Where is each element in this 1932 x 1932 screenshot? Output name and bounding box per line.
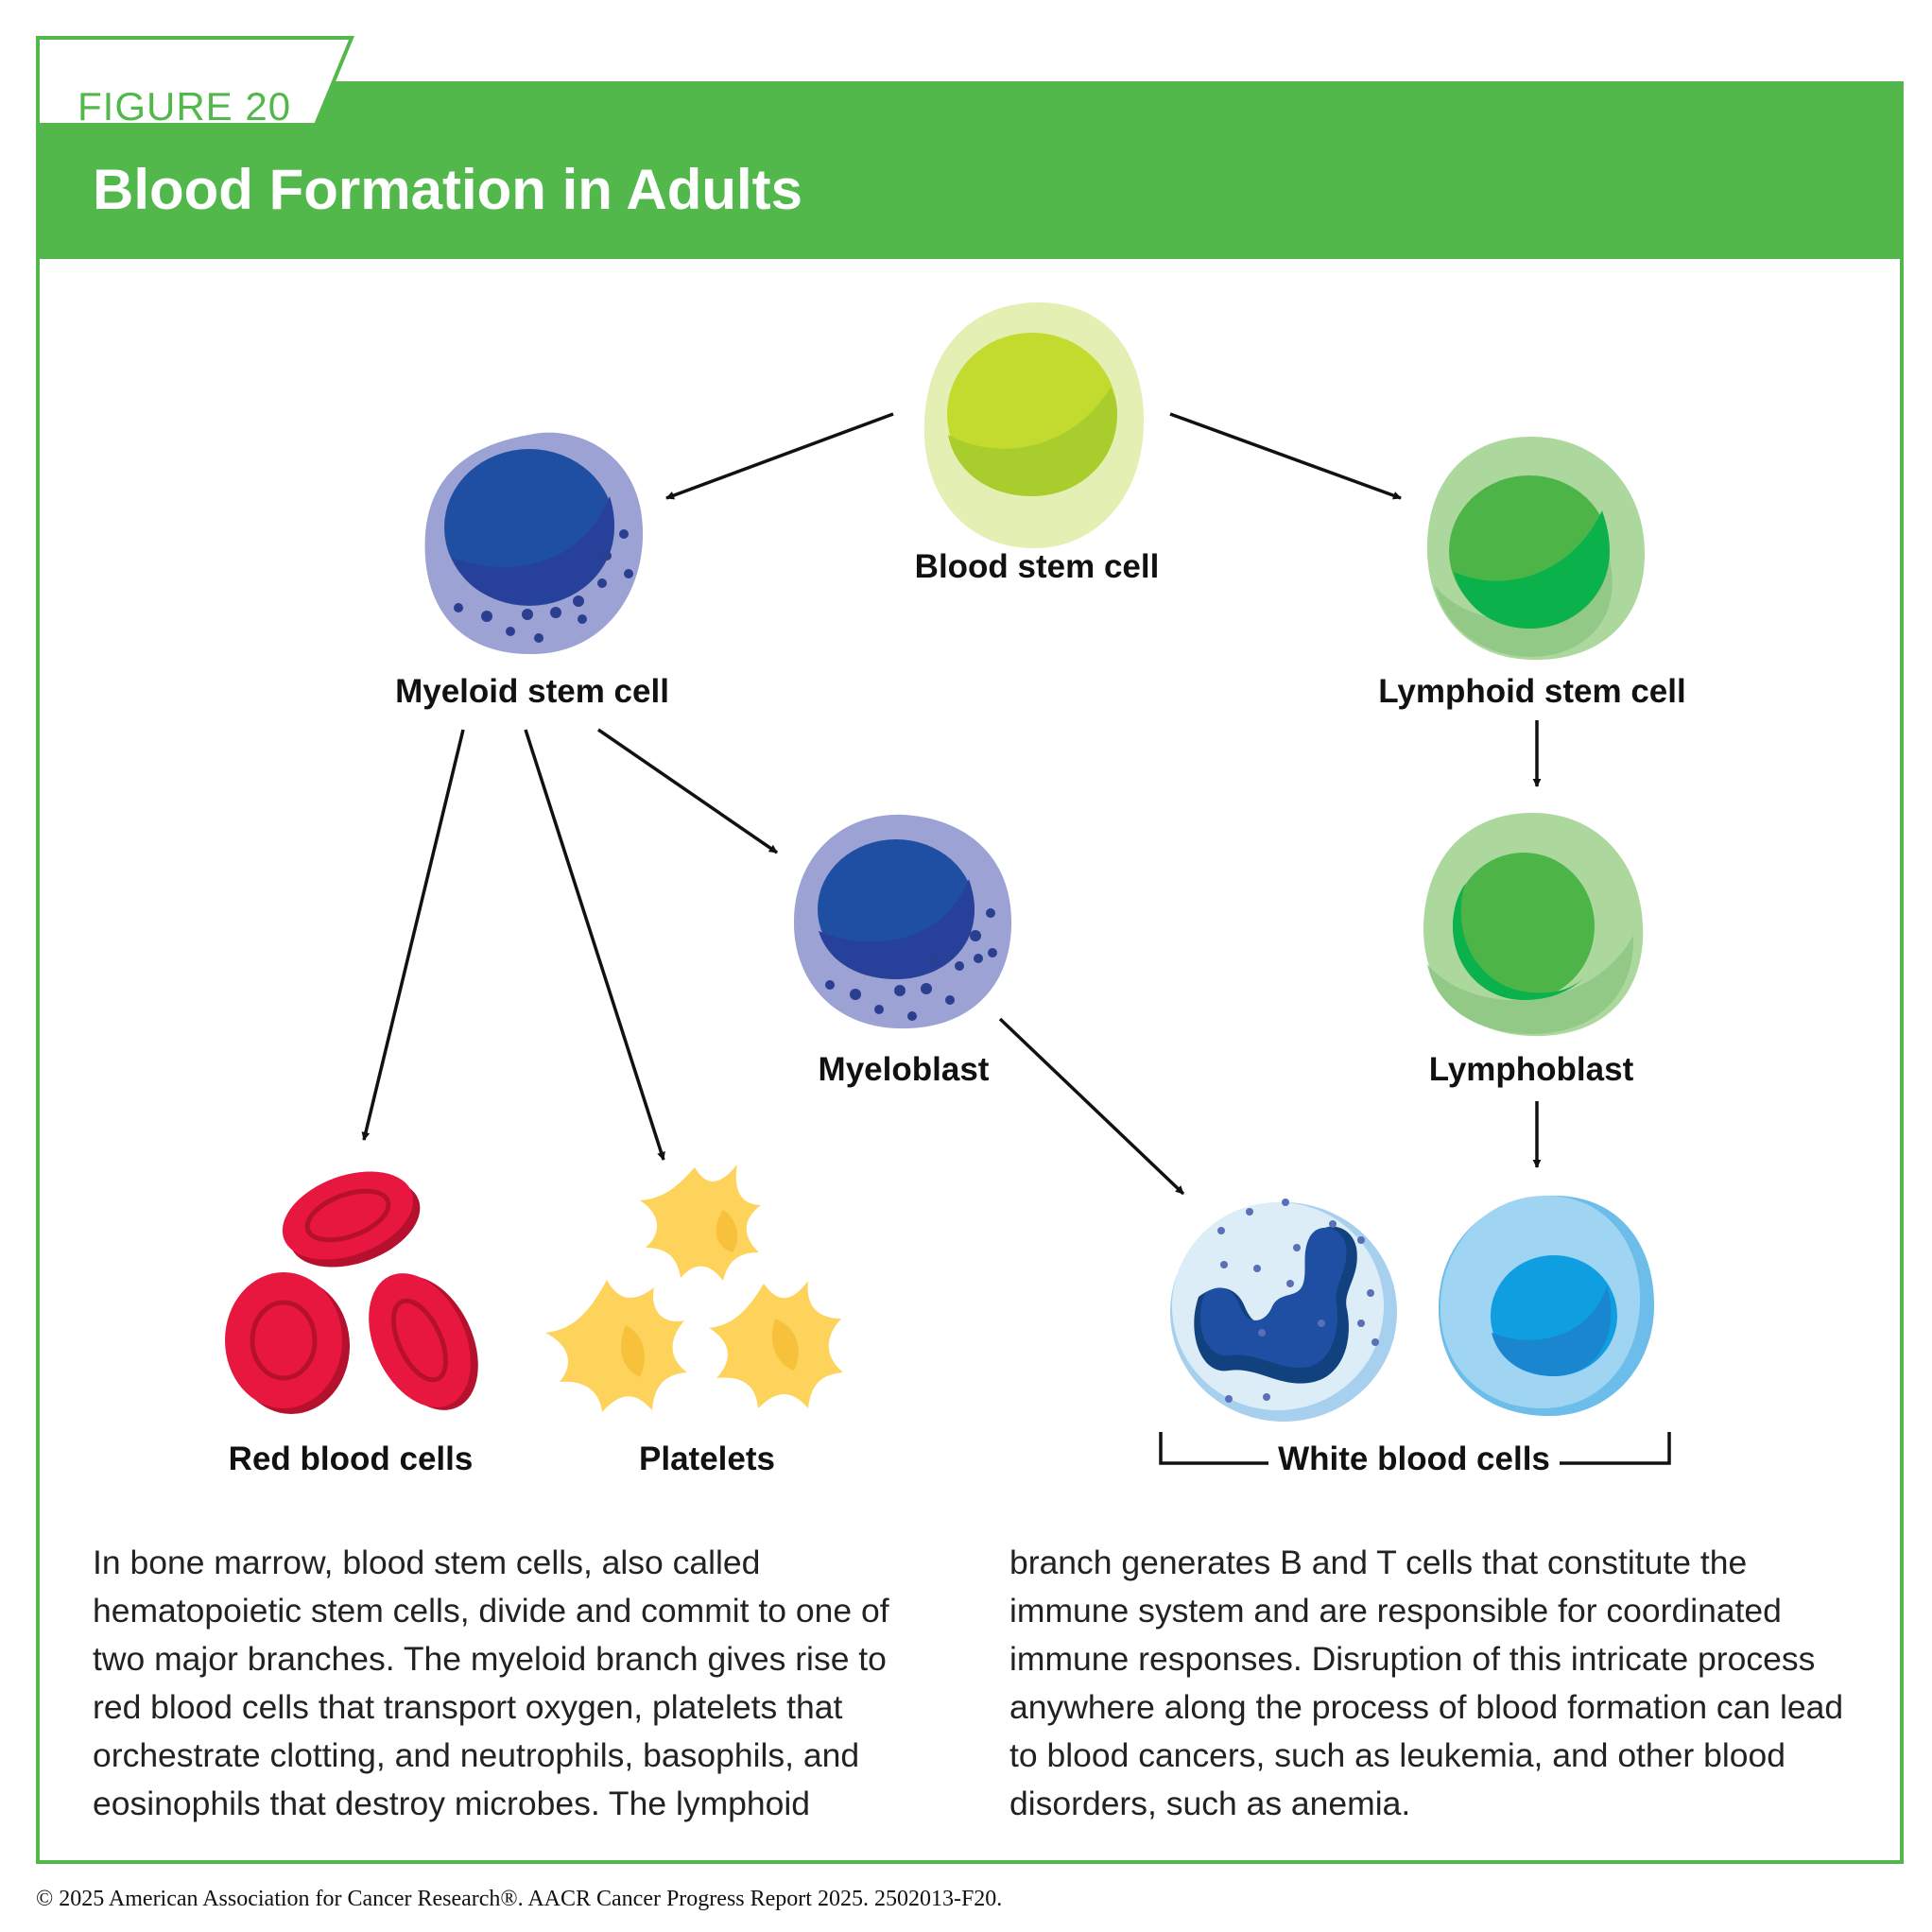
lymphoblast-icon <box>1423 812 1644 1037</box>
arrow-stem-to-myeloid <box>665 412 894 500</box>
figure-label-tab <box>36 36 354 127</box>
label-platelets: Platelets <box>639 1440 775 1477</box>
label-myeloid-stem-cell: Myeloid stem cell <box>395 673 669 710</box>
blood-stem-cell-icon <box>923 302 1145 549</box>
figure-label: FIGURE 20 <box>78 84 292 129</box>
arrow-myeloid-to-rbc <box>361 729 465 1141</box>
white-blood-cells-bracket <box>1159 1432 1671 1465</box>
label-lymphoblast: Lymphoblast <box>1428 1051 1634 1088</box>
label-red-blood-cells: Red blood cells <box>228 1440 474 1477</box>
arrow-myeloblast-to-wbc <box>998 1017 1185 1196</box>
lymphocyte-icon <box>1438 1195 1655 1417</box>
lymphoid-stem-cell-icon <box>1426 437 1646 661</box>
arrow-myeloid-to-platelets <box>524 729 665 1161</box>
figure-title: Blood Formation in Adults <box>93 158 803 221</box>
label-blood-stem-cell: Blood stem cell <box>914 548 1160 585</box>
arrow-myeloid-to-myeloblast <box>597 728 778 854</box>
platelets-icon <box>545 1164 843 1412</box>
description-left: In bone marrow, blood stem cells, also c… <box>93 1544 889 1822</box>
red-blood-cells-icon <box>225 1171 478 1414</box>
label-myeloblast: Myeloblast <box>818 1051 990 1088</box>
neutrophil-icon <box>1170 1199 1397 1422</box>
label-lymphoid-stem-cell: Lymphoid stem cell <box>1378 673 1686 710</box>
description-right: branch generates B and T cells that cons… <box>1009 1544 1844 1822</box>
copyright-footer: © 2025 American Association for Cancer R… <box>36 1887 1003 1911</box>
myeloblast-icon <box>793 814 1012 1029</box>
label-white-blood-cells: White blood cells <box>1278 1440 1550 1477</box>
arrow-stem-to-lymphoid <box>1169 412 1402 500</box>
title-bar <box>36 81 1904 259</box>
myeloid-stem-cell-icon <box>424 432 644 655</box>
